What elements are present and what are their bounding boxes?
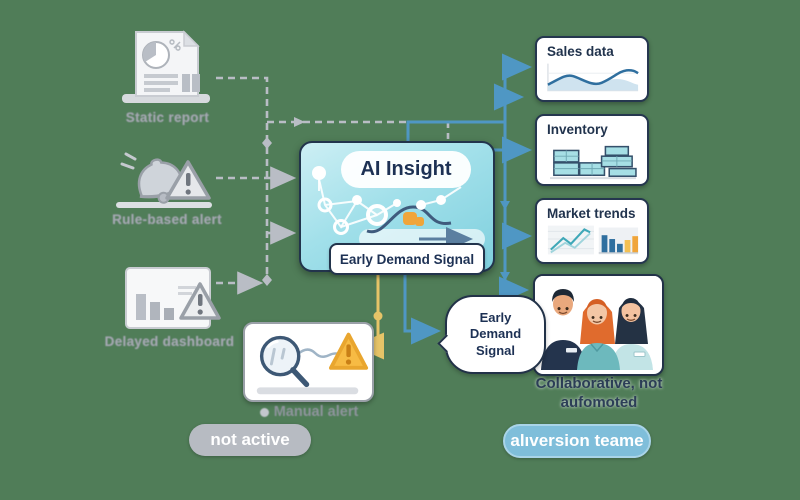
bullet-dot-icon <box>259 407 269 417</box>
dashboard-bars-warning-icon <box>125 267 221 329</box>
person-woman-orange-hair <box>577 299 620 370</box>
gray-input-connectors <box>216 76 450 295</box>
alert-bell-warning-icon <box>116 152 212 208</box>
team-photo-frame <box>533 274 664 376</box>
gray-connector-nodes <box>262 117 305 286</box>
magnifier-warning-icon <box>256 332 369 395</box>
market-trends-title: Market trends <box>547 206 636 221</box>
blue-flow-chevrons <box>500 201 510 281</box>
collaboration-caption: Collaborative, not aufomoted <box>535 375 663 411</box>
inventory-card: Inventory <box>535 114 649 186</box>
sales-data-title: Sales data <box>547 44 614 59</box>
rule-based-alert-label: Rule-based alert <box>112 212 222 227</box>
report-document-icon <box>122 30 210 103</box>
line-and-bar-chart <box>547 225 639 255</box>
team-people-illustration <box>535 276 658 370</box>
delayed-dashboard-label: Delayed dashboard <box>104 334 235 349</box>
team-badge: alıversion teame <box>503 424 651 458</box>
inventory-title: Inventory <box>547 122 608 137</box>
ai-insight-title: AI Insight <box>341 151 471 188</box>
static-report-label: Static report <box>125 110 210 125</box>
orange-signal-blob <box>403 212 424 226</box>
stacked-crates <box>550 145 637 180</box>
person-man <box>541 289 586 370</box>
manual-alert-box <box>243 322 374 402</box>
bubble-text: Early Demand Signal <box>469 310 522 358</box>
manual-alert-text: Manual alert <box>273 404 359 420</box>
market-trends-card: Market trends <box>535 198 649 264</box>
early-demand-signal-label: Early Demand Signal <box>329 243 485 275</box>
ai-insight-box: AI Insight Early Demand Signal <box>299 141 495 275</box>
area-line-chart <box>547 63 639 92</box>
sales-data-card: Sales data <box>535 36 649 102</box>
manual-alert-label: Manual alert <box>238 404 380 420</box>
person-woman-dark-hair <box>611 298 653 370</box>
early-demand-signal-bubble: Early Demand Signal <box>445 295 546 374</box>
not-active-badge: not active <box>189 424 311 456</box>
